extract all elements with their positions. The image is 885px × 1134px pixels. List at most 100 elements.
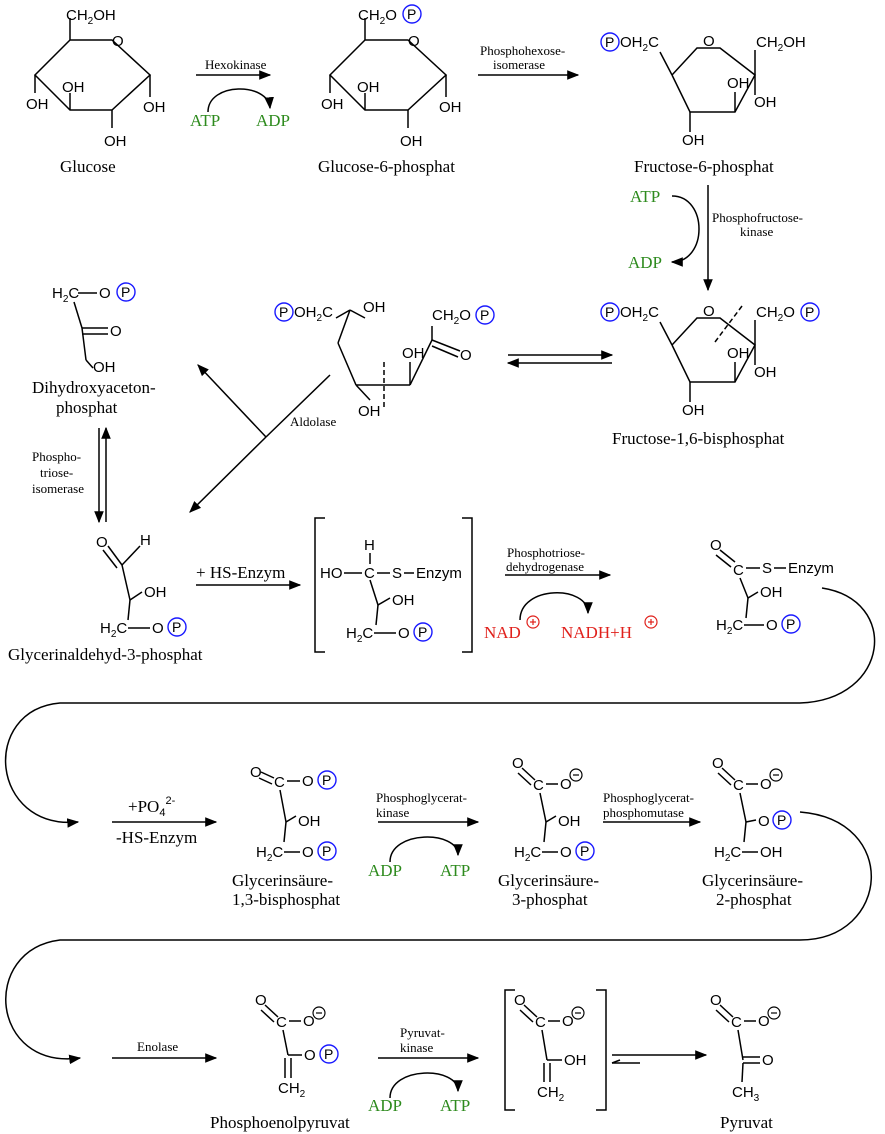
svg-text:O: O — [712, 755, 724, 772]
glucose-ring-o: O — [112, 33, 124, 50]
svg-text:C: C — [364, 565, 375, 582]
pgm-label-2: phosphomutase — [603, 805, 684, 820]
svg-text:O: O — [110, 323, 122, 340]
pyruvate-label: Pyruvat — [720, 1113, 773, 1132]
pgk-label-2: kinase — [376, 805, 409, 820]
f6p-structure: P OH2C O CH2OH OH OH OH — [600, 32, 806, 149]
pk-label-2: kinase — [400, 1040, 433, 1055]
svg-text:O: O — [302, 773, 314, 790]
svg-text:OH: OH — [298, 813, 321, 830]
pfk-adp: ADP — [628, 253, 662, 272]
svg-text:P: P — [805, 304, 814, 320]
pk-atp: ATP — [440, 1096, 470, 1115]
phi-label-1: Phosphohexose- — [480, 43, 565, 58]
pep-structure: O C O O P CH2 — [255, 992, 339, 1100]
pgk-cofactor-arrow — [389, 836, 463, 863]
svg-text:OH: OH — [400, 133, 423, 150]
svg-text:OH: OH — [358, 403, 381, 420]
svg-text:C: C — [535, 1014, 546, 1031]
dhap-structure: H2C O P O OH — [52, 282, 136, 376]
hs-enzym-label: + HS-Enzym — [196, 563, 285, 582]
enolase-label: Enolase — [137, 1039, 178, 1054]
svg-text:P: P — [407, 6, 416, 22]
glucose-oh-2: OH — [104, 133, 127, 150]
aldolase-arrow-dhap — [197, 364, 267, 438]
pg3-label-1: Glycerinsäure- — [498, 871, 599, 890]
svg-text:P: P — [172, 619, 181, 635]
svg-text:O: O — [758, 813, 770, 830]
svg-text:O: O — [562, 1013, 574, 1030]
svg-text:C: C — [731, 1014, 742, 1031]
svg-text:OH: OH — [760, 844, 783, 861]
svg-text:OH: OH — [357, 79, 380, 96]
gap-label: Glycerinaldehyd-3-phosphat — [8, 645, 203, 664]
po4-label: +PO42- — [128, 795, 176, 819]
svg-text:O: O — [152, 620, 164, 637]
svg-text:OH: OH — [754, 94, 777, 111]
pk-adp: ADP — [368, 1096, 402, 1115]
pgm-label-1: Phosphoglycerat- — [603, 790, 694, 805]
svg-text:CH3: CH3 — [732, 1084, 760, 1104]
bpg13-label-2: 1,3-bisphosphat — [232, 890, 340, 909]
svg-text:O: O — [710, 992, 722, 1009]
svg-text:OH: OH — [682, 132, 705, 149]
pfk-atp: ATP — [630, 187, 660, 206]
f6p-label: Fructose-6-phosphat — [634, 157, 774, 176]
aldolase-label: Aldolase — [290, 414, 336, 429]
svg-text:OH: OH — [558, 813, 581, 830]
svg-text:O: O — [255, 992, 267, 1009]
svg-text:O: O — [766, 617, 778, 634]
svg-text:OH: OH — [439, 99, 462, 116]
svg-text:Enzym: Enzym — [416, 565, 462, 582]
svg-text:P: P — [786, 616, 795, 632]
g6p-label: Glucose-6-phosphat — [318, 157, 455, 176]
glucose-oh-1: OH — [143, 99, 166, 116]
svg-text:S: S — [392, 565, 402, 582]
pg2-structure: O C O O P H2C OH — [712, 755, 792, 864]
aldolase-line — [265, 374, 331, 438]
svg-text:OH2C: OH2C — [620, 34, 659, 54]
svg-text:OH: OH — [363, 299, 386, 316]
svg-text:OH: OH — [727, 75, 750, 92]
svg-text:O: O — [762, 1052, 774, 1069]
svg-text:OH: OH — [564, 1052, 587, 1069]
glucose-label: Glucose — [60, 157, 116, 176]
svg-text:O: O — [760, 776, 772, 793]
thioester-intermediate: O C S Enzym OH H2C O P — [710, 537, 834, 637]
svg-text:H2C: H2C — [256, 844, 283, 864]
pg3-label-2: 3-phosphat — [512, 890, 588, 909]
svg-text:OH: OH — [727, 345, 750, 362]
pg3-structure: O C O OH H2C O P — [512, 755, 595, 864]
bpg13-structure: O C O P OH H2C O P — [250, 764, 337, 864]
pgk-adp: ADP — [368, 861, 402, 880]
svg-text:H: H — [364, 537, 375, 554]
gapdh-label-2: dehydrogenase — [506, 559, 584, 574]
gapdh-nad: NAD — [484, 623, 521, 642]
svg-text:P: P — [279, 304, 288, 320]
svg-text:P: P — [418, 624, 427, 640]
connector-curve-2 — [5, 811, 872, 1065]
open-chain-f16bp: P OH2C OH OH OH O CH2O P — [274, 299, 495, 420]
svg-text:Enzym: Enzym — [788, 560, 834, 577]
hexokinase-adp: ADP — [256, 111, 290, 130]
pg2-label-2: 2-phosphat — [716, 890, 792, 909]
tpi-label-3: isomerase — [32, 481, 84, 496]
svg-text:OH2C: OH2C — [294, 304, 333, 324]
svg-text:OH: OH — [402, 345, 425, 362]
pk-cofactor-arrow — [389, 1072, 463, 1099]
phosphate-circle — [402, 4, 422, 24]
svg-text:CH2O: CH2O — [432, 307, 471, 327]
pfk-label-2: kinase — [740, 224, 773, 239]
svg-text:H: H — [140, 532, 151, 549]
svg-text:H2C: H2C — [514, 844, 541, 864]
svg-text:O: O — [99, 285, 111, 302]
svg-text:P: P — [605, 304, 614, 320]
svg-text:H2C: H2C — [714, 844, 741, 864]
glucose-structure: CH2OH O OH OH OH OH — [26, 7, 166, 150]
dhap-label-1: Dihydroxyaceton- — [32, 378, 156, 397]
g6p-structure: CH2O P O OH OH OH OH — [321, 4, 462, 150]
svg-text:O: O — [304, 1047, 316, 1064]
gapdh-label-1: Phosphotriose- — [507, 545, 585, 560]
f16bp-label: Fructose-1,6-bisphosphat — [612, 429, 785, 448]
